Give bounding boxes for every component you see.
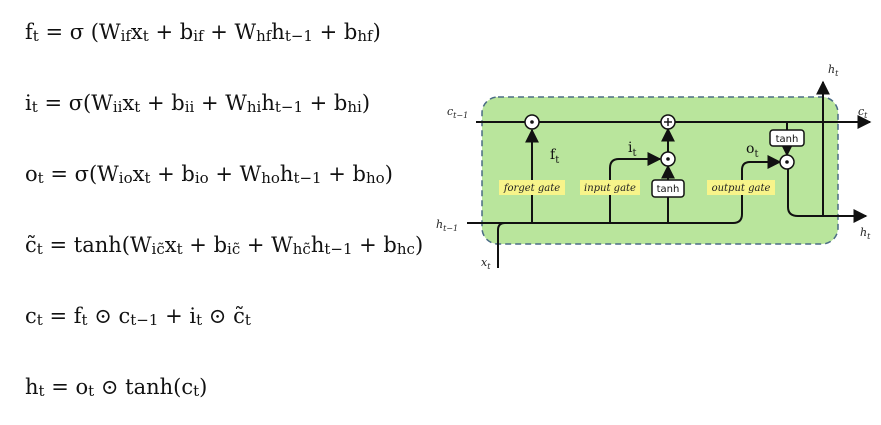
equation-input-body: = σ(Wiixt + bii + Whiht−1 + bhi) [44, 91, 371, 116]
h-top-label: ht [828, 63, 839, 78]
input-gate-path [609, 152, 662, 223]
equation-hidden-lhs: h [25, 375, 39, 399]
equation-output-body: = σ(Wioxt + bio + Whoht−1 + bho) [50, 162, 393, 187]
cell-add-node [660, 114, 676, 130]
tanh-output-label: tanh [776, 134, 799, 145]
tanh-candidate-label: tanh [657, 184, 680, 195]
output-gate-label-bg [707, 180, 775, 195]
tanh-candidate-box [651, 179, 685, 198]
forget-multiply-node [524, 114, 540, 130]
input-gate-label-bg [580, 180, 640, 195]
equation-forget-body: = σ (Wifxt + bif + Whfht−1 + bhf) [45, 20, 381, 45]
output-gate-label: output gate [712, 183, 771, 194]
hidden-output-path [787, 165, 868, 223]
h-prev-input-path [467, 180, 743, 224]
i-signal-label: it [628, 140, 637, 159]
x-input-path [497, 222, 506, 268]
equation-input-gate: it = σ(Wiixt + bii + Whiht−1 + bhi) [25, 91, 371, 116]
equation-input-lhs: i [25, 91, 32, 115]
equation-cell-lhs: c [25, 304, 37, 328]
equation-forget-lhs-sub: t [32, 27, 39, 45]
equation-candidate: c̃t = tanh(Wic̃xt + bic̃ + Whc̃ht−1 + bh… [25, 233, 424, 258]
h-next-label: ht [860, 226, 871, 241]
c-prev-label: ct−1 [447, 105, 468, 120]
equation-output-lhs-sub: t [37, 169, 44, 187]
equation-candidate-lhs-sub: t [36, 240, 43, 258]
equation-hidden-state: ht = ot ⊙ tanh(ct) [25, 375, 208, 400]
equation-candidate-lhs: c̃ [25, 233, 37, 257]
equation-cell-lhs-sub: t [36, 311, 43, 329]
output-multiply-node [779, 154, 795, 170]
c-next-label: ct [858, 105, 868, 120]
equation-forget-lhs: f [25, 20, 33, 44]
input-multiply-node [660, 151, 676, 167]
cell-body [481, 96, 839, 245]
equation-output-gate: ot = σ(Wioxt + bio + Whoht−1 + bho) [25, 162, 393, 187]
tanh-output-box [769, 129, 805, 147]
equation-cell-state: ct = ft ⊙ ct−1 + it ⊙ c̃t [25, 304, 251, 329]
equation-hidden-body: = ot ⊙ tanh(ct) [51, 375, 208, 400]
f-signal-label: ft [550, 147, 559, 166]
h-prev-label: ht−1 [436, 218, 458, 233]
equation-output-lhs: o [25, 162, 38, 186]
forget-gate-label: forget gate [503, 183, 560, 194]
equation-hidden-lhs-sub: t [38, 382, 45, 400]
input-gate-label: input gate [584, 183, 636, 194]
equation-candidate-body: = tanh(Wic̃xt + bic̃ + Whc̃ht−1 + bhc) [49, 233, 424, 258]
equation-cell-body: = ft ⊙ ct−1 + it ⊙ c̃t [49, 304, 251, 329]
forget-gate-label-bg [499, 180, 565, 195]
equation-input-lhs-sub: t [31, 98, 38, 116]
equation-forget-gate: ft = σ (Wifxt + bif + Whfht−1 + bhf) [25, 20, 381, 45]
o-signal-label: ot [746, 141, 758, 160]
output-gate-path [741, 155, 782, 180]
x-input-label: xt [481, 256, 491, 271]
